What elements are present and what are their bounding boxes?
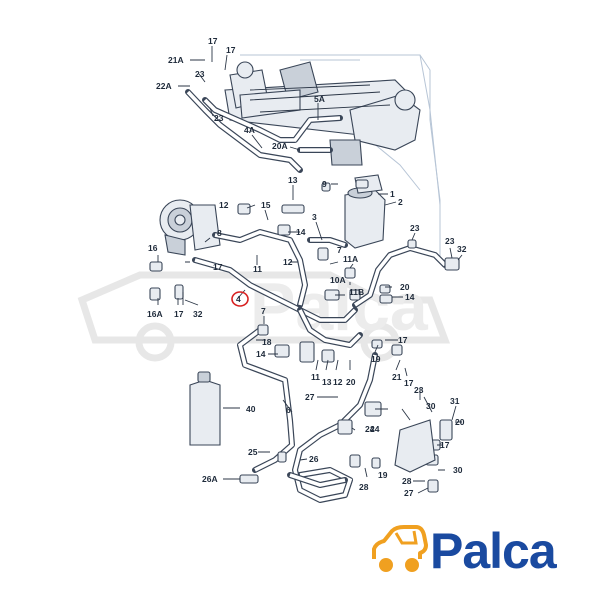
label-14-b: 14: [405, 292, 415, 302]
label-12-a: 12: [219, 200, 229, 210]
highlight-circle: [231, 291, 249, 307]
label-23-e: 23: [414, 385, 424, 395]
label-26: 26: [309, 454, 319, 464]
label-17-d: 17: [174, 309, 184, 319]
label-4a: 4A: [244, 125, 255, 135]
label-9: 9: [322, 179, 327, 189]
label-14-a: 14: [296, 227, 306, 237]
label-28-a: 28: [359, 482, 369, 492]
label-12-b: 12: [283, 257, 293, 267]
label-30-b: 30: [453, 465, 463, 475]
car-icon: [372, 525, 428, 572]
label-17-e: 17: [398, 335, 408, 345]
label-28-b: 28: [402, 476, 412, 486]
label-17-b: 17: [226, 45, 236, 55]
guide-lines: [240, 54, 441, 260]
label-3: 3: [312, 212, 317, 222]
label-20-c: 20: [455, 417, 465, 427]
small-parts: [149, 179, 460, 493]
label-1: 1: [390, 189, 395, 199]
label-31: 31: [450, 396, 460, 406]
label-20a: 20A: [272, 141, 288, 151]
label-2: 2: [398, 197, 403, 207]
label-25: 25: [248, 447, 258, 457]
label-11-b: 11: [311, 372, 320, 382]
label-11a: 11A: [343, 254, 358, 264]
label-11-a: 11: [253, 264, 262, 274]
label-16: 16: [148, 243, 158, 253]
label-20-a: 20: [400, 282, 410, 292]
label-23-c: 23: [410, 223, 420, 233]
label-32-a: 32: [457, 244, 467, 254]
fluid-bottle: [189, 371, 221, 446]
label-26a: 26A: [202, 474, 218, 484]
label-21a: 21A: [168, 55, 184, 65]
label-15: 15: [261, 200, 271, 210]
upper-pipes: [185, 89, 343, 173]
label-23-d: 23: [445, 236, 455, 246]
steering-rack: [224, 61, 421, 166]
label-21: 21: [392, 372, 402, 382]
label-24-b: 24: [370, 424, 380, 434]
label-12-c: 12: [333, 377, 343, 387]
label-20-b: 20: [346, 377, 356, 387]
label-13-a: 13: [288, 175, 298, 185]
label-24-a: 24: [365, 424, 375, 434]
label-32-b: 32: [193, 309, 203, 319]
brand-logo: [372, 525, 428, 572]
label-11b: 11B: [349, 287, 364, 297]
label-5a: 5A: [314, 94, 325, 104]
label-17-c: 17: [213, 262, 223, 272]
watermark-text: Palca: [250, 269, 429, 345]
label-10a: 10A: [330, 275, 346, 285]
label-17-g: 17: [440, 440, 450, 450]
label-16a: 16A: [147, 309, 163, 319]
middle-pipes: [192, 229, 448, 348]
pump: [159, 199, 221, 256]
label-17-f: 17: [404, 378, 414, 388]
brand-wordmark: Palca: [430, 523, 557, 579]
label-23-b: 23: [214, 113, 224, 123]
label-6: 6: [286, 405, 291, 415]
label-23-a: 23: [195, 69, 205, 79]
label-27-b: 27: [404, 488, 414, 498]
label-4: 4: [236, 294, 241, 304]
label-19-a: 19: [371, 354, 381, 364]
label-27-a: 27: [305, 392, 315, 402]
watermark: Palca: [77, 269, 451, 362]
label-40: 40: [246, 404, 256, 414]
label-18: 18: [262, 337, 272, 347]
label-7-b: 7: [261, 306, 266, 316]
label-13-b: 13: [322, 377, 332, 387]
label-22a: 22A: [156, 81, 172, 91]
label-7-a: 7: [337, 245, 342, 255]
part-labels: 17 21A 17 23 22A 23 5A 4A 20A 13 9 1 2 1…: [147, 36, 467, 498]
leader-lines: [157, 46, 463, 494]
label-19-b: 19: [378, 470, 388, 480]
label-14-c: 14: [256, 349, 266, 359]
label-30-a: 30: [426, 401, 436, 411]
label-17-a: 17: [208, 36, 218, 46]
label-8: 8: [217, 228, 222, 238]
